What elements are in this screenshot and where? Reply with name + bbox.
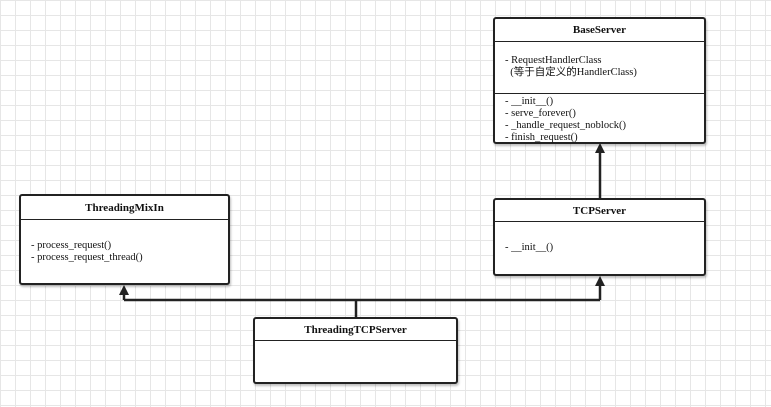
attributes-section-baseserver: - RequestHandlerClass (等于自定义的HandlerClas…: [495, 42, 704, 94]
arrowhead-baseserver: [595, 143, 605, 153]
class-name-baseserver: BaseServer: [495, 19, 704, 42]
methods-section-tcpserver: - __init__(): [495, 222, 704, 254]
method-line: - process_request(): [31, 240, 112, 251]
method-line: - finish_request(): [505, 132, 578, 143]
class-box-threadingmixin[interactable]: ThreadingMixIn - process_request() - pro…: [19, 194, 230, 285]
class-name-tcpserver: TCPServer: [495, 200, 704, 222]
method-line: - __init__(): [505, 96, 554, 107]
class-box-threadingtcpserver[interactable]: ThreadingTCPServer: [253, 317, 458, 384]
arrowhead-tcpserver: [595, 276, 605, 286]
class-name-threadingtcpserver: ThreadingTCPServer: [255, 319, 456, 341]
method-line: - _handle_request_noblock(): [505, 120, 627, 131]
class-name-threadingmixin: ThreadingMixIn: [21, 196, 228, 220]
attribute-line: (等于自定义的HandlerClass): [505, 67, 637, 78]
methods-section-threadingmixin: - process_request() - process_request_th…: [21, 220, 228, 264]
method-line: - serve_forever(): [505, 108, 576, 119]
class-box-tcpserver[interactable]: TCPServer - __init__(): [493, 198, 706, 276]
method-line: - process_request_thread(): [31, 252, 143, 263]
arrowhead-threadingmixin: [119, 285, 129, 295]
attribute-line: - RequestHandlerClass: [505, 55, 602, 66]
class-box-baseserver[interactable]: BaseServer - RequestHandlerClass (等于自定义的…: [493, 17, 706, 144]
methods-section-baseserver: - __init__() - serve_forever() - _handle…: [495, 94, 704, 144]
method-line: - __init__(): [505, 242, 554, 253]
